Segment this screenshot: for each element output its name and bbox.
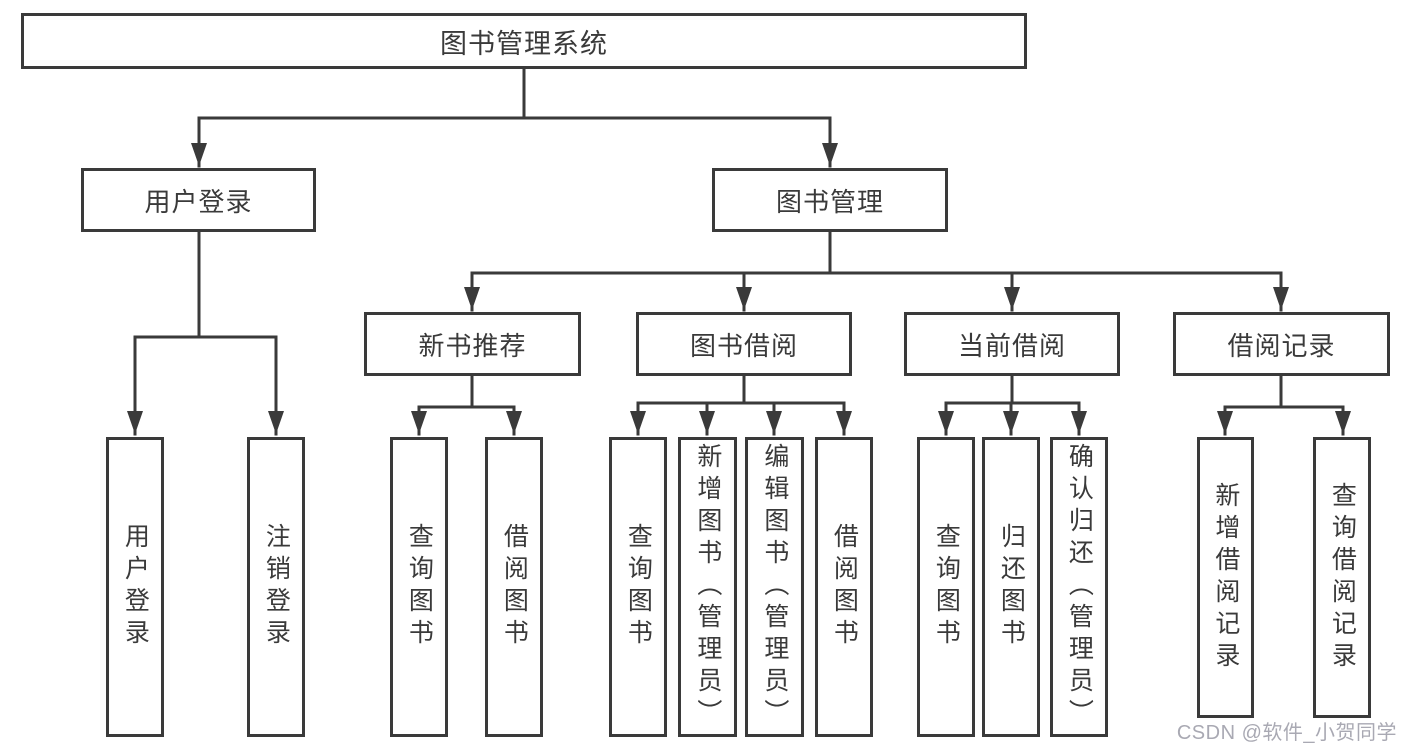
leaf-label: 查询图书 xyxy=(624,523,653,651)
leaf-label: 借阅图书 xyxy=(500,523,529,651)
csdn-watermark: CSDN @软件_小贺同学 xyxy=(1176,722,1397,744)
node-label: 借阅记录 xyxy=(1227,330,1336,361)
leaf-label: 查询借阅记录 xyxy=(1328,481,1357,674)
leaf-confirm-return-admin: 确认归还（管理员） xyxy=(1050,437,1108,737)
leaf-query-books: 查询图书 xyxy=(917,437,975,737)
connector-new-book-recommendation-children xyxy=(411,374,522,436)
leaf-add-book-admin: 新增图书（管理员） xyxy=(678,437,737,737)
node-label: 当前借阅 xyxy=(957,330,1066,361)
node-user-login: 用户登录 xyxy=(81,168,316,232)
connector-book-management-children xyxy=(464,230,1289,312)
leaf-label: 查询图书 xyxy=(405,523,434,651)
node-library-management-system: 图书管理系统 xyxy=(21,13,1027,69)
leaf-user-login: 用户登录 xyxy=(106,437,164,737)
node-book-borrowing: 图书借阅 xyxy=(636,312,852,376)
node-current-borrowing: 当前借阅 xyxy=(904,312,1120,376)
leaf-query-borrow-record: 查询借阅记录 xyxy=(1313,437,1371,718)
leaf-label: 新增图书（管理员） xyxy=(693,443,722,731)
leaf-label: 归还图书 xyxy=(997,523,1026,651)
leaf-borrow-books: 借阅图书 xyxy=(485,437,543,737)
connector-root-to-level1 xyxy=(191,67,838,168)
node-label: 用户登录 xyxy=(144,186,253,217)
leaf-label: 编辑图书（管理员） xyxy=(760,443,789,731)
leaf-label: 用户登录 xyxy=(121,523,150,651)
leaf-query-books: 查询图书 xyxy=(390,437,448,737)
leaf-label: 新增借阅记录 xyxy=(1211,481,1240,674)
leaf-borrow-books: 借阅图书 xyxy=(815,437,873,737)
connector-user-login-children xyxy=(127,230,284,436)
leaf-label: 注销登录 xyxy=(262,523,291,651)
connector-book-borrowing-children xyxy=(630,374,852,436)
node-book-management: 图书管理 xyxy=(712,168,948,232)
leaf-logout: 注销登录 xyxy=(247,437,305,737)
leaf-edit-book-admin: 编辑图书（管理员） xyxy=(745,437,804,737)
node-label: 图书管理系统 xyxy=(440,28,608,59)
leaf-label: 借阅图书 xyxy=(830,523,859,651)
node-label: 图书借阅 xyxy=(689,330,798,361)
node-borrowing-records: 借阅记录 xyxy=(1173,312,1390,376)
leaf-return-book: 归还图书 xyxy=(982,437,1040,737)
node-new-book-recommendation: 新书推荐 xyxy=(364,312,581,376)
node-label: 新书推荐 xyxy=(418,330,527,361)
connector-borrowing-records-children xyxy=(1217,374,1351,436)
leaf-add-borrow-record: 新增借阅记录 xyxy=(1197,437,1254,718)
leaf-label: 查询图书 xyxy=(932,523,961,651)
leaf-label: 确认归还（管理员） xyxy=(1065,443,1094,731)
connector-current-borrowing-children xyxy=(938,374,1087,436)
leaf-query-books: 查询图书 xyxy=(609,437,667,737)
node-label: 图书管理 xyxy=(775,186,884,217)
